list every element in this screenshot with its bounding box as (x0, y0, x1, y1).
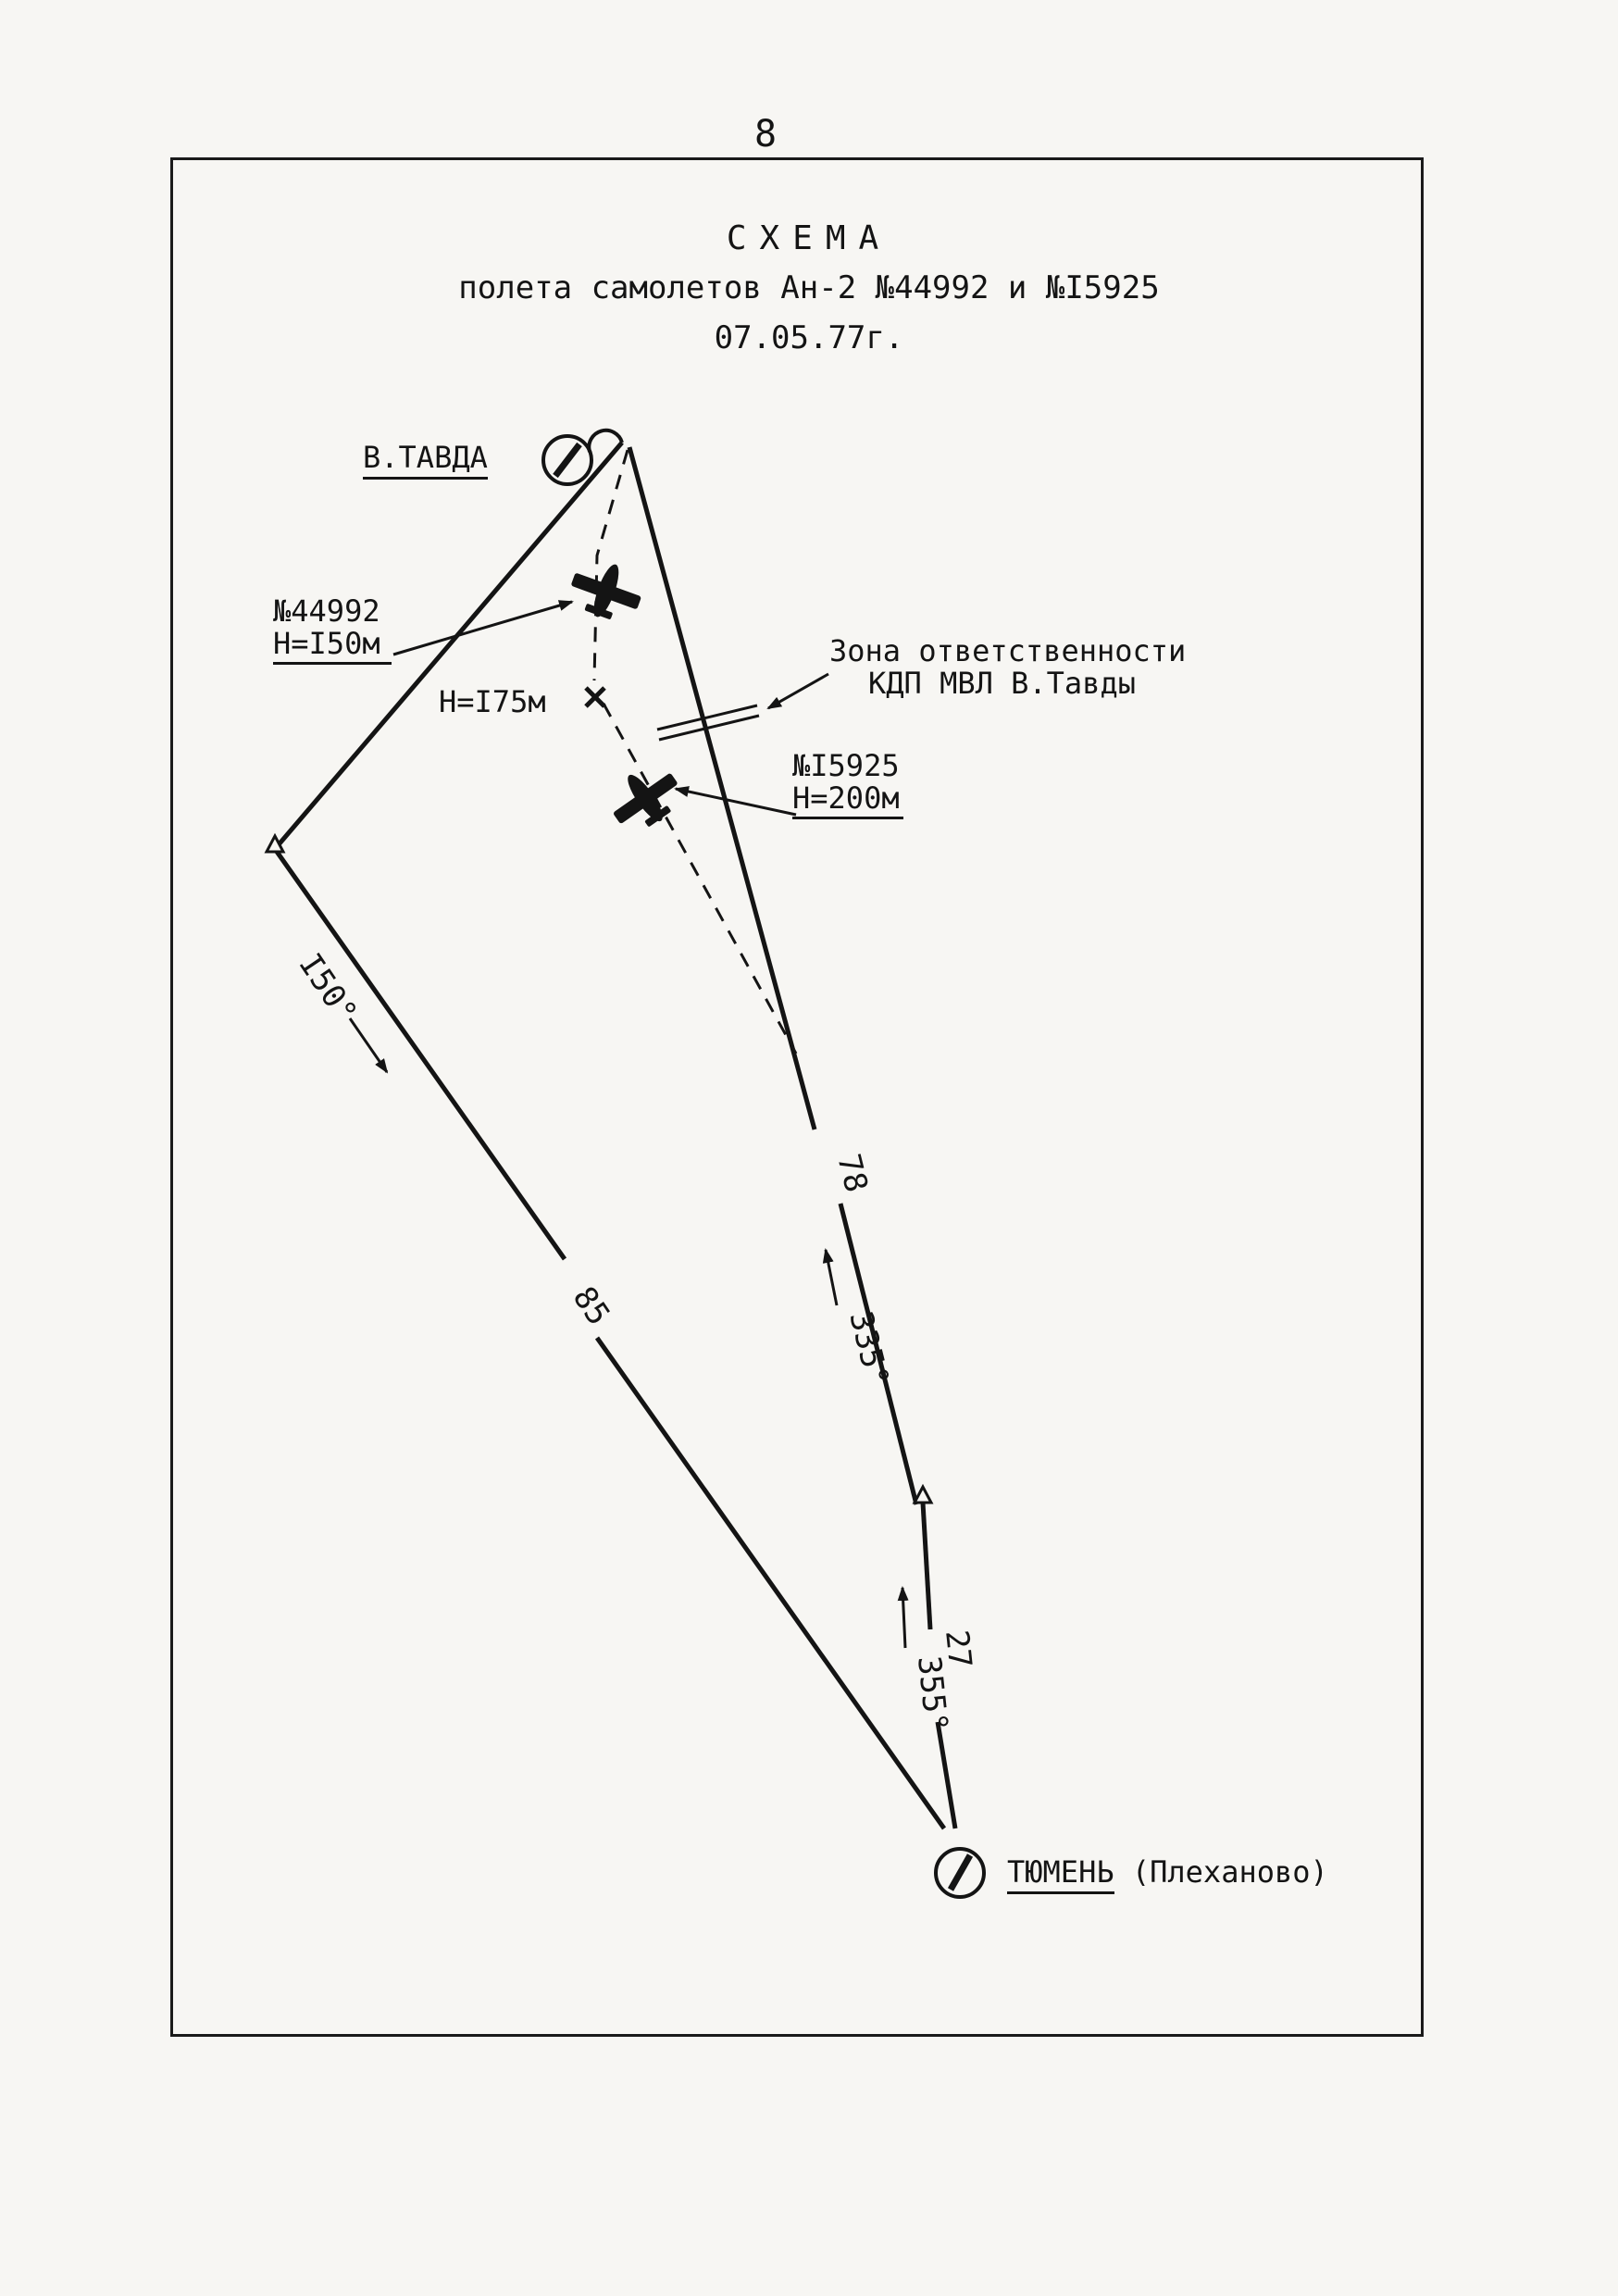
meeting-point-cross-icon (584, 686, 606, 708)
meeting-point-altitude: Н=I75м (439, 684, 546, 719)
leader-arrow-zone (766, 672, 829, 710)
aircraft-15925-id: №I5925 (792, 748, 900, 783)
tyumen-airport-icon (934, 1847, 986, 1899)
east-lower-course-label: 355° (910, 1654, 954, 1734)
aircraft-15925-label: №I5925 Н=200м (792, 748, 903, 820)
track-44992-dashed (592, 449, 629, 681)
scheme-subtitle: полета самолетов Ан-2 №44992 и №I5925 (458, 269, 1160, 306)
west-distance-label: 85 (566, 1280, 617, 1332)
east-lower-distance-label: 27 (938, 1628, 978, 1670)
tyumen-label: ТЮМЕНЬ (Плеханово) (1007, 1854, 1328, 1894)
west-route-lower-segment (272, 847, 567, 1261)
zone-label: Зона ответственности КДП МВЛ В.Тавды (829, 633, 1187, 702)
aircraft-15925-icon (614, 773, 678, 827)
zone-label-line1: Зона ответственности (829, 633, 1187, 668)
east-upper-course-label: 335° (841, 1308, 896, 1391)
east-route-lower-a (935, 1721, 958, 1829)
course-arrow-east-lower (897, 1586, 909, 1649)
leader-arrow-15925 (674, 786, 797, 817)
v-tavda-label: В.ТАВДА (363, 440, 488, 480)
course-arrow-west (348, 1017, 389, 1074)
aircraft-44992-id: №44992 (273, 593, 380, 629)
zone-boundary-line-2 (658, 714, 760, 742)
aircraft-44992-label: №44992 Н=I50м (273, 593, 392, 666)
reporting-point-triangle (912, 1483, 934, 1504)
tyumen-note: (Плеханово) (1131, 1854, 1328, 1890)
east-route (627, 446, 958, 1829)
scheme-title: СХЕМА (726, 219, 892, 257)
east-route-lower-b (920, 1502, 933, 1630)
scheme-frame (170, 157, 1424, 2037)
west-route-upper-segment (273, 441, 624, 851)
leader-arrow-44992 (392, 600, 574, 656)
scheme-date: 07.05.77г. (714, 319, 904, 356)
course-arrow-east-upper (822, 1248, 839, 1306)
aircraft-15925-altitude: Н=200м (792, 782, 903, 820)
tyumen-name: ТЮМЕНЬ (1007, 1854, 1114, 1894)
v-tavda-airport-icon (541, 428, 624, 486)
zone-label-line2: КДП МВЛ В.Тавды (868, 666, 1136, 702)
west-route (272, 441, 947, 1830)
east-route-upper (627, 446, 817, 1130)
aircraft-44992-icon (571, 564, 641, 619)
zone-boundary-line-1 (656, 704, 758, 731)
turn-point-triangle (264, 832, 286, 854)
track-15925-dashed (602, 703, 798, 1054)
page-number: 8 (754, 113, 778, 156)
east-route-mid (838, 1203, 919, 1505)
aircraft-44992-altitude: Н=I50м (273, 628, 392, 666)
west-route-lower-segment-2 (594, 1336, 947, 1830)
east-upper-distance-label: 78 (829, 1151, 875, 1196)
